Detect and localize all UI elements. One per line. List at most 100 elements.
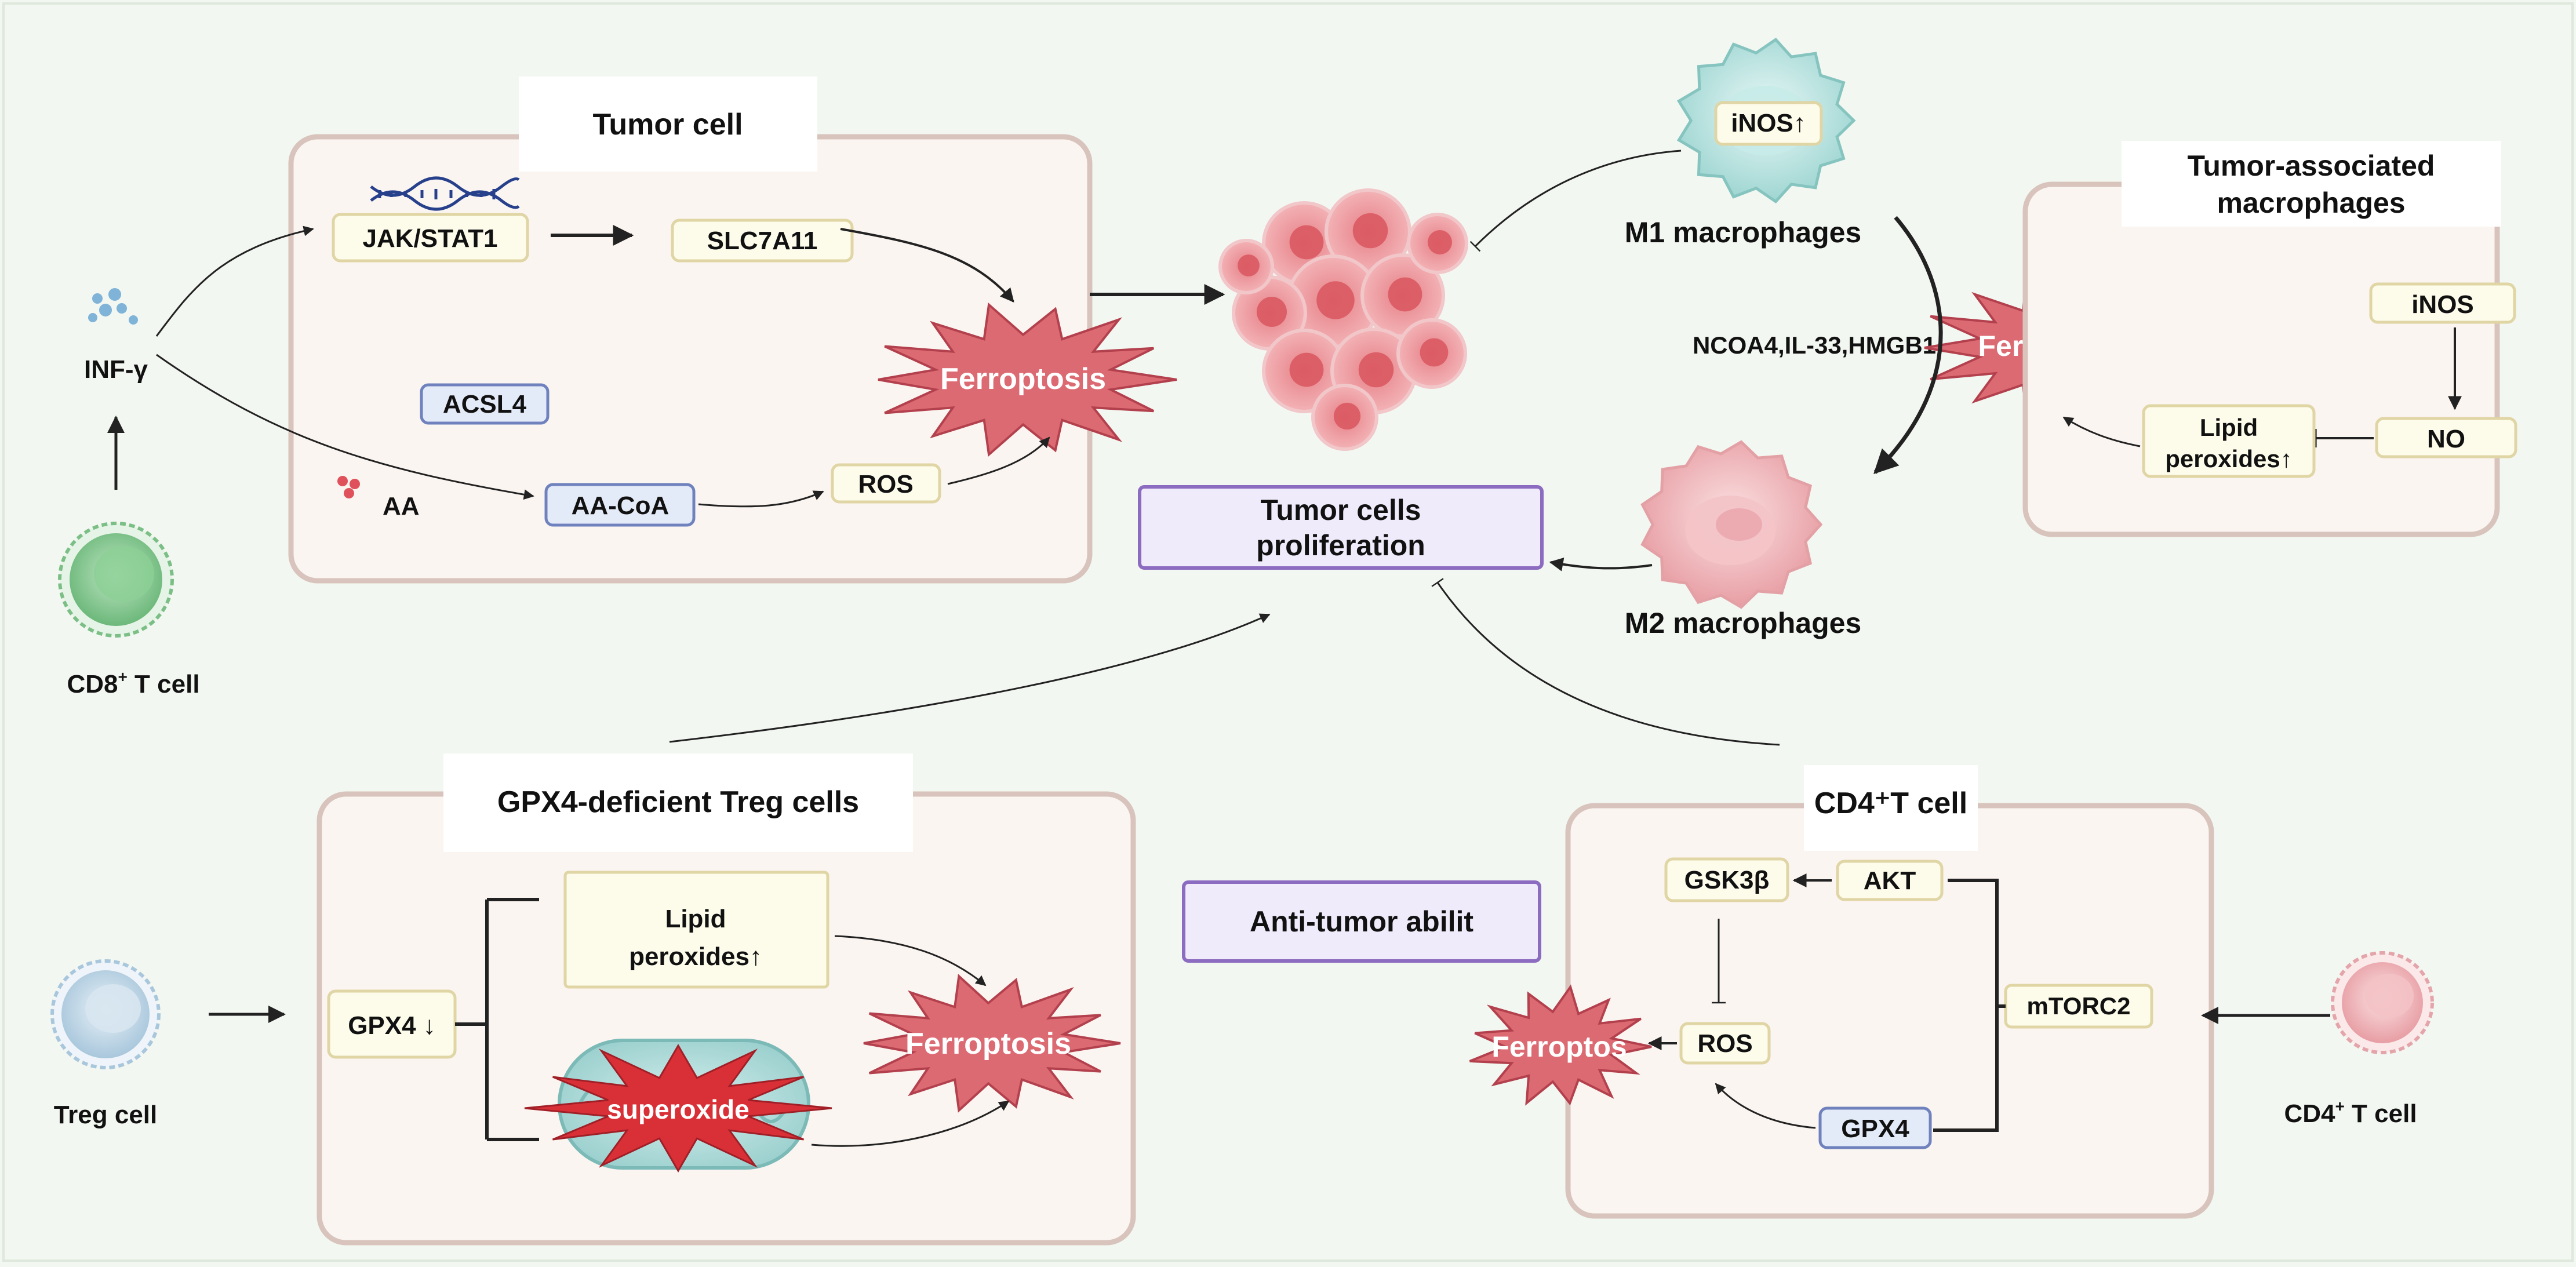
cd4-panel-title: CD4⁺T cell — [1814, 787, 1967, 820]
tam-no-label: NO — [2427, 425, 2465, 453]
tam-title-line1: Tumor-associated — [2188, 150, 2435, 182]
infg-to-aacoa-arrow — [156, 354, 534, 500]
akt-label: AKT — [1864, 866, 1916, 895]
m1-to-m2-arrow — [1873, 216, 1943, 474]
cd4-t-cell-icon — [2331, 951, 2434, 1054]
treg-ferroptosis-label: Ferroptosis — [905, 1027, 1071, 1061]
lipid-to-treg-ferroptosis-arrow — [834, 935, 987, 986]
cd4-title-bg — [1804, 765, 1978, 851]
gpx4-down-label: GPX4 ↓ — [348, 1011, 436, 1040]
treg-panel-title: GPX4-deficient Treg cells — [497, 785, 859, 819]
superoxide-label: superoxide — [607, 1094, 749, 1124]
tam-title-line2: macrophages — [2217, 187, 2405, 219]
tam-inos-label: iNOS — [2411, 290, 2474, 319]
ros-label: ROS — [858, 470, 913, 498]
tumor-ferroptosis-label: Ferroptosis — [940, 362, 1106, 396]
cd4-gpx4-box — [1818, 1106, 1932, 1149]
cd8-t-cell-icon — [58, 522, 174, 638]
cd4-ferroptosis-label: Ferroptos — [1491, 1031, 1627, 1063]
mediators-label: NCOA4,IL-33,HMGB1 — [1693, 332, 1936, 359]
aa-label: AA — [383, 492, 420, 520]
aa-coa-label: AA-CoA — [572, 491, 670, 520]
aa-coa-box — [544, 483, 696, 527]
tumor-cell-title-bg — [519, 77, 817, 172]
mtorc2-label: mTORC2 — [2027, 992, 2131, 1020]
gsk3b-box — [1664, 857, 1789, 902]
aa-molecule-icon — [337, 476, 360, 498]
cd4-inhibits-proliferation-line — [1431, 578, 1780, 746]
gpx4-bracket — [455, 898, 539, 1141]
tam-lipid-box — [2142, 404, 2316, 478]
treg-lipid-line2: peroxides↑ — [629, 942, 762, 971]
slc7a11-box — [671, 219, 854, 263]
tumor-cell-nucleus — [1256, 296, 1287, 327]
cd4-t-cell-label: CD4+ T cell — [2284, 1097, 2417, 1128]
cd4-ros-box — [1679, 1022, 1771, 1065]
jak-stat1-box — [332, 213, 529, 263]
tumor-cell-nucleus — [1428, 230, 1452, 254]
superoxide-to-ferroptosis-arrow — [811, 1100, 1010, 1147]
jak-stat1-label: JAK/STAT1 — [362, 224, 497, 253]
superoxide-burst — [524, 1044, 832, 1173]
m1-macrophages-label: M1 macrophages — [1625, 216, 1861, 249]
cd4-ferroptosis-burst: Ferroptos — [1469, 984, 1652, 1106]
cd4-panel: CD4⁺T cell GSK3β AKT mTORC2 ROS GPX4 Fer… — [1469, 765, 2214, 1219]
tumor-cell-nucleus — [1352, 213, 1388, 249]
tumor-cell-nucleus — [1316, 281, 1355, 319]
tam-lipid-line1: Lipid — [2200, 414, 2258, 441]
treg-panel: GPX4-deficient Treg cells GPX4 ↓ Lipid p… — [316, 753, 1136, 1246]
tam-lipid-line2: peroxides↑ — [2165, 445, 2292, 472]
treg-ferroptosis-burst: Ferroptosis — [863, 974, 1121, 1113]
tumor-cell-nucleus — [1333, 402, 1361, 430]
ros-to-ferroptosis-arrow — [947, 436, 1050, 485]
cd8-t-cell-label: CD8+ T cell — [67, 668, 199, 698]
cd4-ros-label: ROS — [1697, 1029, 1752, 1058]
tumor-ferroptosis-burst: Ferroptosis — [878, 302, 1177, 457]
treg-lipid-box — [563, 871, 829, 989]
cd4-gpx4-label: GPX4 — [1841, 1115, 1909, 1143]
tumor-cell-cluster-icon — [1218, 188, 1468, 451]
aacoa-to-ros-arrow — [698, 490, 824, 508]
tumor-cell-nucleus — [1289, 352, 1324, 387]
tumor-cell-nucleus — [1388, 277, 1422, 312]
m2-macrophages-label: M2 macrophages — [1625, 607, 1861, 639]
tumor-cell-nucleus — [1420, 338, 1449, 367]
m1-inhibits-tumor-line — [1469, 150, 1682, 252]
tam-inos-box — [2369, 282, 2516, 324]
tumor-proliferation-box — [1138, 485, 1544, 570]
treg-cell-label: Treg cell — [54, 1101, 158, 1129]
proliferation-line2: proliferation — [1256, 529, 1425, 562]
acsl4-label: ACSL4 — [443, 390, 527, 418]
m2-to-proliferation-arrow — [1549, 558, 1653, 571]
tumor-cell-nucleus — [1358, 352, 1394, 388]
lipid-to-ferroptosis-arrow — [2062, 416, 2141, 447]
tumor-cell-nucleus — [1238, 254, 1260, 276]
slc7a11-to-ferroptosis-arrow — [840, 228, 1014, 303]
treg-cell-icon — [50, 959, 161, 1069]
treg-to-proliferation-arrow — [669, 613, 1271, 743]
anti-tumor-box — [1182, 880, 1541, 963]
treg-title-bg — [443, 753, 913, 852]
slc7a11-label: SLC7A11 — [707, 227, 818, 255]
gsk3b-label: GSK3β — [1684, 866, 1770, 894]
akt-box — [1836, 860, 1944, 901]
anti-tumor-label: Anti-tumor abilit — [1250, 905, 1473, 938]
inos-up-label: iNOS↑ — [1731, 109, 1806, 137]
proliferation-line1: Tumor cells — [1261, 494, 1421, 526]
tumor-cell-panel: Tumor cell JAK/STAT1 SLC7A11 ACSL4 AA AA… — [288, 77, 1177, 584]
tam-title-bg — [2122, 141, 2501, 227]
infg-to-jak-arrow — [155, 225, 314, 337]
inf-gamma-label: INF-γ — [84, 355, 148, 384]
gpx4-to-ros-arrow — [1715, 1083, 1816, 1129]
tumor-cell-title: Tumor cell — [592, 108, 743, 141]
treg-lipid-line1: Lipid — [665, 905, 726, 933]
inos-up-box — [1714, 101, 1823, 146]
tam-no-box — [2375, 417, 2517, 458]
tumor-cell-nucleus — [1289, 225, 1324, 260]
tam-panel: Tumor-associated macrophages iNOS NO Lip… — [2022, 141, 2517, 537]
m2-macrophage-icon — [1640, 440, 1823, 609]
inf-gamma-molecules-icon — [88, 288, 138, 325]
dna-icon — [370, 176, 520, 211]
